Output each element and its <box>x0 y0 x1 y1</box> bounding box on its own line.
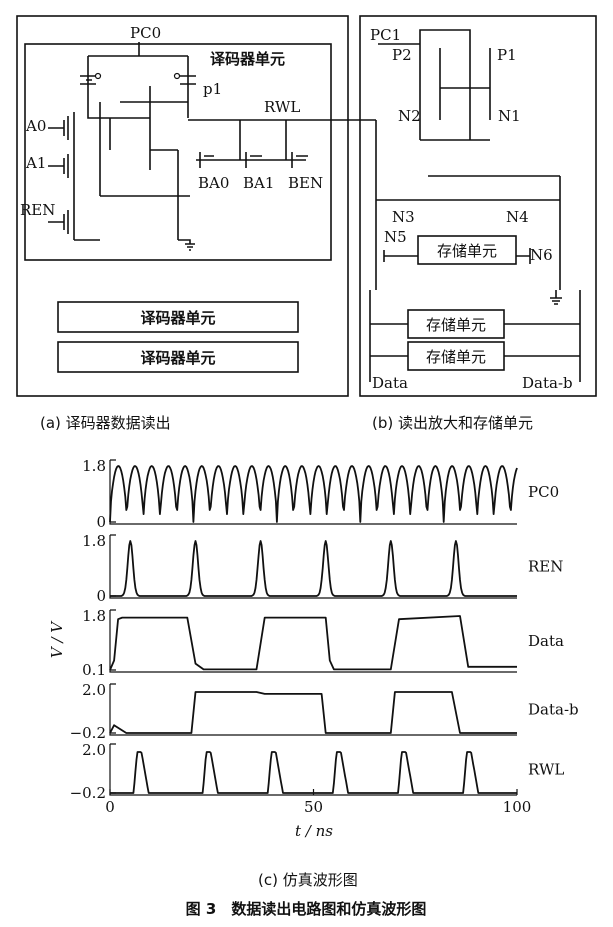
pmos-bubble-right <box>173 72 181 80</box>
label-n6: N6 <box>530 246 553 264</box>
wire-pc1 <box>378 29 471 60</box>
ytick-PC0-high: 1.8 <box>82 457 106 475</box>
ytick-REN-low: 0 <box>96 587 106 605</box>
caption-a: (a) 译码器数据读出 <box>40 414 171 432</box>
decoder-box-1-label: 译码器单元 <box>140 309 215 327</box>
decoder-box-2 <box>57 341 299 373</box>
label-data: Data <box>372 374 408 392</box>
series-line-RWL <box>110 751 517 794</box>
label-ba1: BA1 <box>243 174 274 192</box>
ba-transistors <box>199 152 308 168</box>
y-axis-label: V / V <box>48 620 66 658</box>
wire-pc0 <box>87 42 189 72</box>
label-n1: N1 <box>498 107 521 125</box>
series-label-RWL: RWL <box>528 761 564 779</box>
storage-cell-2 <box>407 309 505 339</box>
ytick-Data-b-low: −0.2 <box>70 724 106 742</box>
panel-b-sense-amp: PC1 P2 P1 N2 N1 N3 N4 N5 N6 存储单元 存储单元 存储… <box>359 15 597 432</box>
wire-ba-bus <box>196 120 306 161</box>
axis-RWL <box>109 744 517 796</box>
series-label-PC0: PC0 <box>528 483 559 501</box>
ytick-Data-b-high: 2.0 <box>82 681 106 699</box>
decoder-unit-box <box>24 43 332 261</box>
panel-a-decoder: PC0 译码器单元 p1 A0 A1 REN RWL BA0 BA1 BEN 译… <box>16 15 376 432</box>
yticks-PC0 <box>110 459 116 523</box>
input-a1 <box>48 154 69 178</box>
label-a0: A0 <box>25 117 46 135</box>
ytick-Data-low: 0.1 <box>82 661 106 679</box>
axis-REN <box>109 535 517 599</box>
series-line-Data-b <box>109 691 517 734</box>
label-ba0: BA0 <box>198 174 229 192</box>
ytick-PC0-low: 0 <box>96 513 106 531</box>
label-p1: p1 <box>203 80 222 98</box>
storage-cell-1-label: 存储单元 <box>437 242 497 260</box>
ytick-Data-high: 1.8 <box>82 607 106 625</box>
sense-amp-nmos <box>419 100 491 141</box>
label-n2: N2 <box>398 107 421 125</box>
label-p2: P2 <box>392 46 412 64</box>
xtick-label-0: 0 <box>105 798 115 816</box>
label-ben: BEN <box>288 174 323 192</box>
xtick-label-100: 100 <box>503 798 532 816</box>
label-data-b: Data-b <box>522 374 573 392</box>
storage-cell-1 <box>417 235 517 265</box>
caption-c: (c) 仿真波形图 <box>258 871 358 889</box>
series-label-Data-b: Data-b <box>528 701 579 719</box>
panel-c-waveforms: 1.80PC01.80REN1.80.1Data2.0−0.2Data-b2.0… <box>48 457 579 840</box>
pmos-p1 <box>180 72 196 98</box>
decoder-unit-title: 译码器单元 <box>210 50 285 68</box>
label-n3: N3 <box>392 208 415 226</box>
label-rwl: RWL <box>264 98 300 116</box>
decoder-nmos-stack <box>73 112 100 241</box>
label-n5: N5 <box>384 228 407 246</box>
label-pc1: PC1 <box>370 26 401 44</box>
axis-Data-b <box>109 684 517 736</box>
yticks-Data <box>110 609 116 671</box>
ytick-RWL-high: 2.0 <box>82 741 106 759</box>
yticks-RWL <box>110 743 116 794</box>
axis-Data <box>109 610 517 673</box>
series-line-REN <box>110 540 517 597</box>
series-line-Data <box>109 615 517 671</box>
label-ren: REN <box>20 201 55 219</box>
storage-cell-3-label: 存储单元 <box>426 348 486 366</box>
series-line-PC0 <box>109 465 518 523</box>
input-ren <box>48 210 69 234</box>
axis-PC0 <box>109 460 517 525</box>
label-a1: A1 <box>25 154 46 172</box>
ground-a <box>149 149 195 251</box>
pmos-left <box>80 72 96 98</box>
decoder-internal-wires <box>87 86 190 197</box>
x-axis-label: t / ns <box>295 822 333 840</box>
panel-b-frame <box>359 15 597 397</box>
xtick-label-50: 50 <box>304 798 323 816</box>
series-label-REN: REN <box>528 558 563 576</box>
caption-b: (b) 读出放大和存储单元 <box>372 414 533 432</box>
figure-caption: 图 3 数据读出电路图和仿真波形图 <box>186 900 427 918</box>
decoder-box-1 <box>57 301 299 333</box>
sense-amp-pmos <box>419 48 491 110</box>
ytick-RWL-low: −0.2 <box>70 784 106 802</box>
yticks-REN <box>110 534 116 597</box>
bitlines <box>375 120 561 290</box>
decoder-box-2-label: 译码器单元 <box>140 349 215 367</box>
input-a0 <box>48 116 69 140</box>
storage-cell-2-label: 存储单元 <box>426 316 486 334</box>
label-p1-b: P1 <box>497 46 517 64</box>
storage-cell-3 <box>407 341 505 371</box>
label-n4: N4 <box>506 208 529 226</box>
label-pc0: PC0 <box>130 24 161 42</box>
ytick-REN-high: 1.8 <box>82 532 106 550</box>
cell-transistors <box>383 248 562 305</box>
pmos-bubble-left <box>94 72 102 80</box>
panel-a-frame <box>16 15 349 397</box>
series-label-Data: Data <box>528 632 564 650</box>
